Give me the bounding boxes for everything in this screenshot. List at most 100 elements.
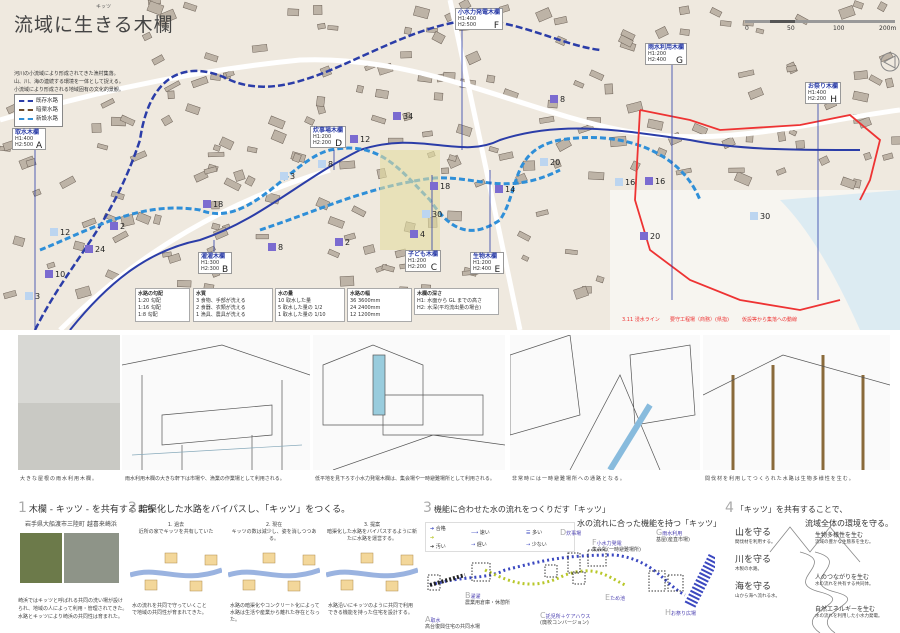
legend-culvert: 暗渠水路	[19, 106, 58, 115]
building	[135, 211, 152, 225]
place-name: 岩手県大船渡市三陸町 越喜来崎浜	[25, 521, 117, 528]
map-value-marker: 20	[650, 232, 661, 241]
step-text: 水の流れを共同で守っていくことで地域の共同性が育まれてきた。	[132, 603, 207, 616]
building	[151, 54, 165, 66]
building	[12, 235, 26, 247]
flow-node-e: Eため池	[605, 593, 626, 603]
photo-kitsu-2	[64, 533, 119, 583]
building	[595, 275, 605, 284]
building	[81, 217, 97, 229]
building	[351, 205, 367, 218]
building	[840, 176, 857, 190]
building	[728, 167, 745, 174]
building	[838, 5, 856, 20]
building	[162, 251, 172, 258]
building	[588, 171, 605, 181]
map-value-marker: 3	[290, 172, 296, 181]
building	[486, 74, 496, 84]
flow-node-h: Hお祭り広場	[665, 608, 697, 618]
map-value-marker: 3	[35, 292, 41, 301]
water-quality-icon	[410, 230, 418, 238]
benefit-item: 海を守る山から海へ流れる水。	[735, 582, 780, 599]
water-quality-icon	[615, 178, 623, 186]
flow-key: ➔ 合格➔➔ 汚い ⟶ 速い→ 遅い ☰ 多い→ 少ない	[425, 522, 575, 552]
water-quality-icon	[25, 292, 33, 300]
building	[160, 114, 173, 127]
building	[433, 92, 444, 101]
red-label: 要守工程場（商務）(県指)	[670, 317, 729, 323]
watershed-sketch	[769, 526, 861, 633]
page-title: 流域に生きる木欄	[14, 14, 174, 36]
building	[691, 122, 709, 136]
building	[46, 261, 56, 270]
map-drawing	[0, 0, 900, 330]
building	[91, 123, 102, 133]
water-quality-icon	[422, 210, 430, 218]
building	[818, 155, 830, 166]
flow-node-b: B濯濯農業用倉庫・休憩所	[465, 591, 511, 607]
water-quality-icon	[645, 177, 653, 185]
map-value-marker: 8	[328, 160, 334, 169]
map-value-marker: 12	[360, 135, 371, 144]
building	[441, 167, 450, 174]
building	[327, 216, 345, 229]
building	[362, 244, 376, 255]
water-quality-icon	[750, 212, 758, 220]
building	[678, 5, 690, 16]
benefit-item: 山を守る間伐材を利用する。	[735, 528, 776, 545]
building	[100, 98, 115, 109]
building	[218, 136, 235, 151]
building	[868, 74, 883, 86]
map-value-marker: 24	[95, 245, 106, 254]
water-quality-icon	[350, 135, 358, 143]
building	[877, 1, 888, 13]
building	[339, 160, 356, 170]
map-value-marker: 20	[550, 158, 561, 167]
sketch-market-eaves	[122, 335, 310, 470]
sketch-timber-waterway	[703, 335, 890, 470]
step-text: 水路の暗渠化やコンクリート化によって水路は生活や産業から離れた存在となった。	[230, 603, 320, 623]
building	[244, 175, 256, 187]
building	[448, 154, 458, 162]
legend-new: 新設水路	[19, 115, 58, 124]
building	[646, 118, 664, 131]
building	[654, 26, 669, 39]
photo-rain-roof	[18, 335, 120, 470]
building	[422, 130, 433, 138]
map-value-marker: 12	[60, 228, 71, 237]
building	[488, 146, 499, 154]
building	[167, 252, 182, 264]
building	[538, 116, 555, 124]
map-value-marker: 14	[505, 185, 516, 194]
step-sketch	[130, 552, 222, 592]
flow-node-f: F小水力発電集会所(一時避難場所)	[592, 538, 641, 554]
building	[863, 151, 872, 161]
building	[182, 1, 198, 12]
evacuation-route-label: 仮設等から集落への動線	[742, 317, 798, 323]
step-header: 1. 過去近所の家でキッツを共有していた	[138, 522, 214, 535]
map-value-marker: 8	[560, 95, 566, 104]
building	[204, 52, 219, 63]
legend-existing: 既存水路	[19, 97, 58, 106]
building	[287, 8, 300, 17]
water-quality-icon	[640, 232, 648, 240]
building	[679, 28, 690, 36]
building	[185, 103, 201, 116]
building	[190, 76, 209, 89]
step-sketch	[326, 552, 418, 592]
building	[164, 80, 181, 93]
sketch-hydropower	[313, 335, 505, 470]
building	[315, 95, 326, 107]
